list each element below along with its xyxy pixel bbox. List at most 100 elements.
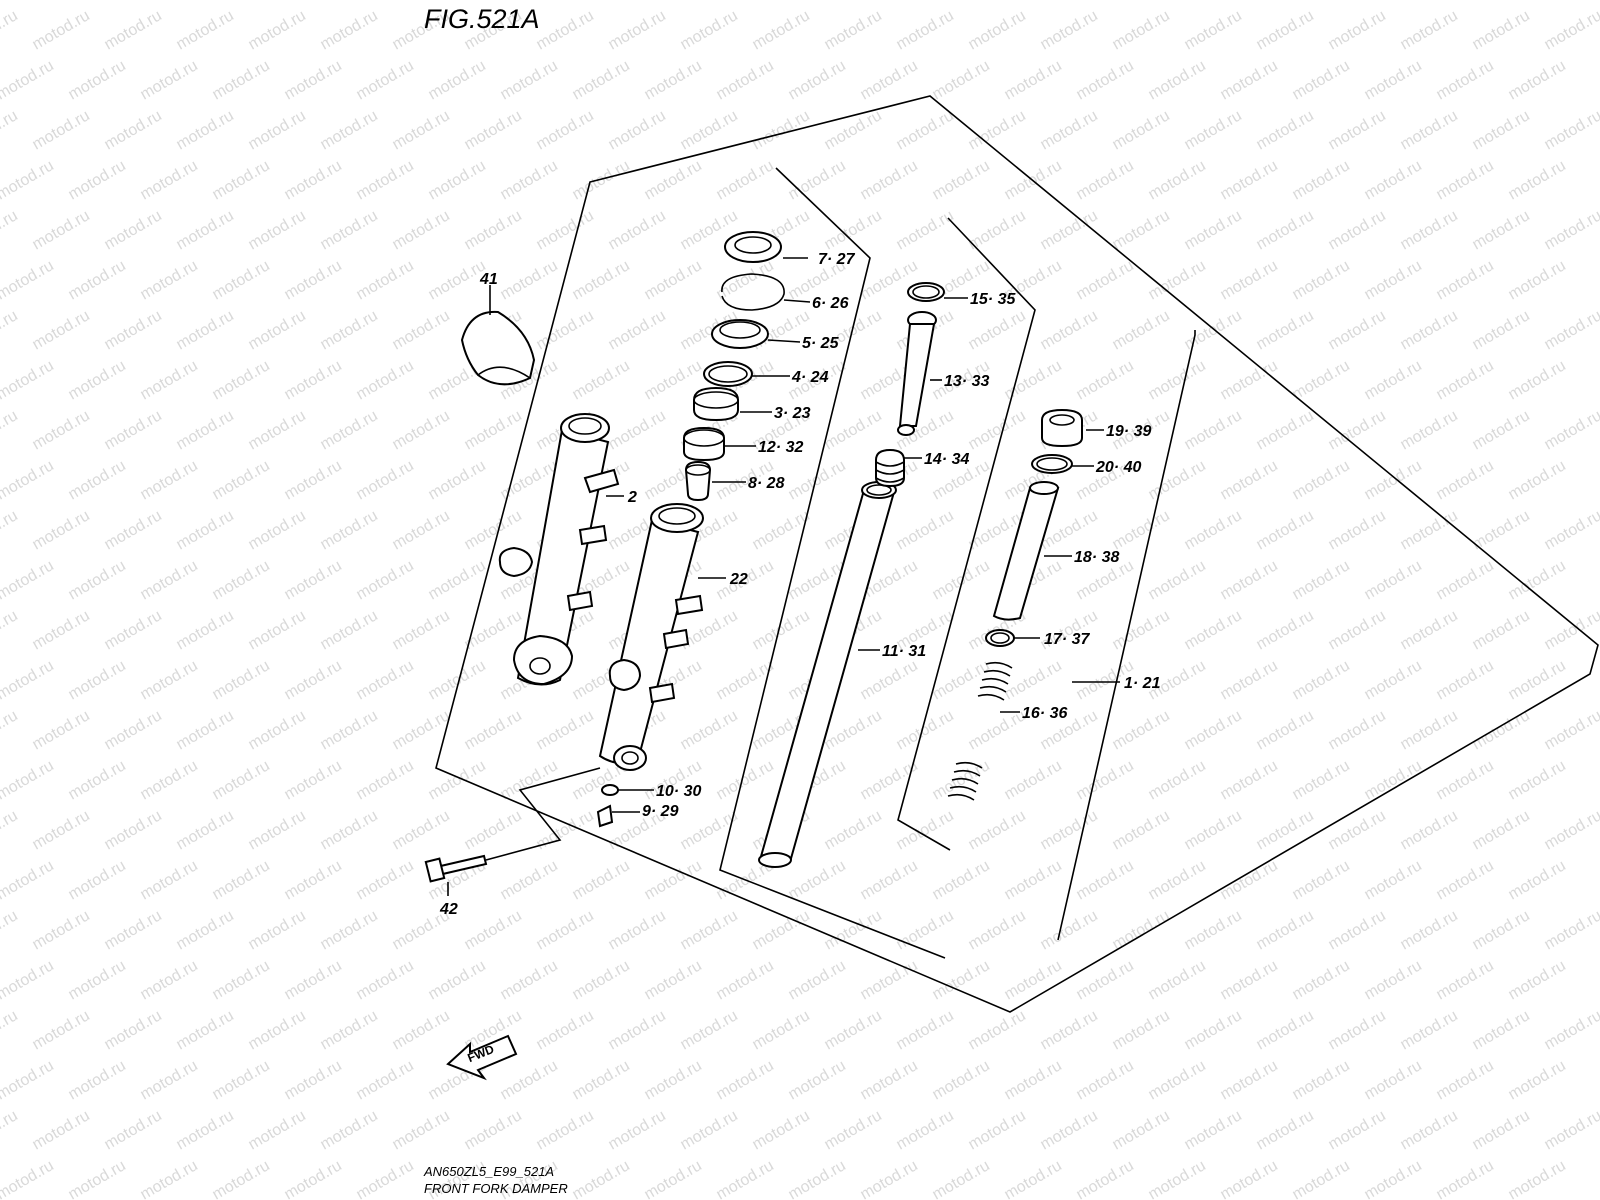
watermark-text: motod.ru bbox=[822, 107, 885, 153]
spacer-18 bbox=[992, 481, 1072, 621]
figure-title: FIG.521A bbox=[424, 4, 540, 34]
watermark-text: motod.ru bbox=[966, 807, 1029, 853]
oil-lock-piece-8 bbox=[684, 460, 746, 502]
watermark-text: motod.ru bbox=[1002, 57, 1065, 103]
watermark-text: motod.ru bbox=[534, 7, 597, 53]
watermark-text: motod.ru bbox=[1290, 0, 1353, 3]
watermark-text: motod.ru bbox=[1506, 257, 1569, 303]
watermark-text: motod.ru bbox=[210, 0, 273, 3]
watermark-text: motod.ru bbox=[426, 457, 489, 503]
watermark-text: motod.ru bbox=[102, 307, 165, 353]
watermark-text: motod.ru bbox=[1002, 1057, 1065, 1103]
watermark-text: motod.ru bbox=[318, 107, 381, 153]
watermark-text: motod.ru bbox=[1470, 307, 1533, 353]
watermark-text: motod.ru bbox=[1542, 507, 1600, 553]
watermark-text: motod.ru bbox=[138, 1157, 201, 1200]
watermark-text: motod.ru bbox=[1434, 57, 1497, 103]
callout-12-32: 12· 32 bbox=[758, 439, 803, 456]
bolt-42 bbox=[424, 767, 601, 896]
watermark-text: motod.ru bbox=[642, 157, 705, 203]
callout-20-40: 20· 40 bbox=[1095, 459, 1141, 476]
watermark-text: motod.ru bbox=[354, 857, 417, 903]
watermark-text: motod.ru bbox=[1362, 757, 1425, 803]
watermark-text: motod.ru bbox=[750, 1007, 813, 1053]
watermark-text: motod.ru bbox=[246, 707, 309, 753]
callout-3-23: 3· 23 bbox=[774, 405, 811, 422]
watermark-text: motod.ru bbox=[0, 457, 57, 503]
watermark-text: motod.ru bbox=[390, 407, 453, 453]
watermark-text: motod.ru bbox=[0, 257, 57, 303]
watermark-text: motod.ru bbox=[1110, 207, 1173, 253]
watermark-text: motod.ru bbox=[1290, 257, 1353, 303]
watermark-text: motod.ru bbox=[1218, 957, 1281, 1003]
watermark-text: motod.ru bbox=[858, 1057, 921, 1103]
watermark-text: motod.ru bbox=[66, 1057, 129, 1103]
watermark-text: motod.ru bbox=[1218, 357, 1281, 403]
watermark-text: motod.ru bbox=[390, 1007, 453, 1053]
watermark-text: motod.ru bbox=[1146, 757, 1209, 803]
watermark-text: motod.ru bbox=[354, 0, 417, 3]
watermark-text: motod.ru bbox=[1218, 1057, 1281, 1103]
watermark-text: motod.ru bbox=[606, 107, 669, 153]
watermark-text: motod.ru bbox=[1542, 207, 1600, 253]
watermark-text: motod.ru bbox=[1326, 107, 1389, 153]
watermark-text: motod.ru bbox=[246, 1007, 309, 1053]
watermark-text: motod.ru bbox=[462, 907, 525, 953]
watermark-text: motod.ru bbox=[1434, 957, 1497, 1003]
circlip-6 bbox=[721, 273, 811, 311]
watermark-text: motod.ru bbox=[1254, 807, 1317, 853]
outer-tube-2 bbox=[498, 413, 624, 686]
watermark-text: motod.ru bbox=[1398, 607, 1461, 653]
watermark-text: motod.ru bbox=[282, 1157, 345, 1200]
watermark-text: motod.ru bbox=[0, 507, 21, 553]
watermark-text: motod.ru bbox=[462, 707, 525, 753]
watermark-text: motod.ru bbox=[642, 1157, 705, 1200]
watermark-text: motod.ru bbox=[390, 607, 453, 653]
watermark-text: motod.ru bbox=[1506, 857, 1569, 903]
watermark-text: motod.ru bbox=[714, 757, 777, 803]
watermark-text: motod.ru bbox=[1362, 457, 1425, 503]
watermark-text: motod.ru bbox=[1326, 307, 1389, 353]
watermark-text: motod.ru bbox=[858, 0, 921, 3]
watermark-text: motod.ru bbox=[390, 807, 453, 853]
watermark-text: motod.ru bbox=[1074, 957, 1137, 1003]
watermark-text: motod.ru bbox=[1506, 957, 1569, 1003]
watermark-text: motod.ru bbox=[1362, 157, 1425, 203]
oil-seal-7 bbox=[724, 231, 808, 263]
watermark-text: motod.ru bbox=[66, 957, 129, 1003]
watermark-text: motod.ru bbox=[354, 957, 417, 1003]
watermark-text: motod.ru bbox=[318, 807, 381, 853]
watermark-text: motod.ru bbox=[174, 1007, 237, 1053]
watermark-text: motod.ru bbox=[894, 707, 957, 753]
watermark-text: motod.ru bbox=[1326, 1007, 1389, 1053]
watermark-text: motod.ru bbox=[858, 757, 921, 803]
watermark-text: motod.ru bbox=[1362, 1057, 1425, 1103]
watermark-text: motod.ru bbox=[1470, 1107, 1533, 1153]
watermark-text: motod.ru bbox=[1506, 657, 1569, 703]
watermark-text: motod.ru bbox=[894, 507, 957, 553]
watermark-text: motod.ru bbox=[714, 57, 777, 103]
tube-set-bracket bbox=[719, 167, 946, 959]
watermark-text: motod.ru bbox=[1362, 857, 1425, 903]
bolt-9 bbox=[596, 804, 640, 828]
watermark-text: motod.ru bbox=[138, 57, 201, 103]
watermark-text: motod.ru bbox=[786, 957, 849, 1003]
watermark-text: motod.ru bbox=[66, 457, 129, 503]
callout-7-27: 7· 27 bbox=[818, 251, 856, 268]
watermark-text: motod.ru bbox=[0, 107, 21, 153]
fork-spring-16 bbox=[947, 661, 1020, 801]
watermark-text: motod.ru bbox=[282, 657, 345, 703]
watermark-text: motod.ru bbox=[930, 0, 993, 3]
watermark-text: motod.ru bbox=[1434, 757, 1497, 803]
watermark-text: motod.ru bbox=[1506, 357, 1569, 403]
watermark-text: motod.ru bbox=[102, 807, 165, 853]
watermark-text: motod.ru bbox=[102, 1107, 165, 1153]
watermark-text: motod.ru bbox=[1038, 207, 1101, 253]
watermark-text: motod.ru bbox=[1218, 0, 1281, 3]
watermark-text: motod.ru bbox=[642, 57, 705, 103]
watermark-text: motod.ru bbox=[822, 207, 885, 253]
watermark-text: motod.ru bbox=[606, 907, 669, 953]
watermark-text: motod.ru bbox=[894, 1007, 957, 1053]
watermark-text: motod.ru bbox=[1182, 1007, 1245, 1053]
watermark-text: motod.ru bbox=[930, 557, 993, 603]
